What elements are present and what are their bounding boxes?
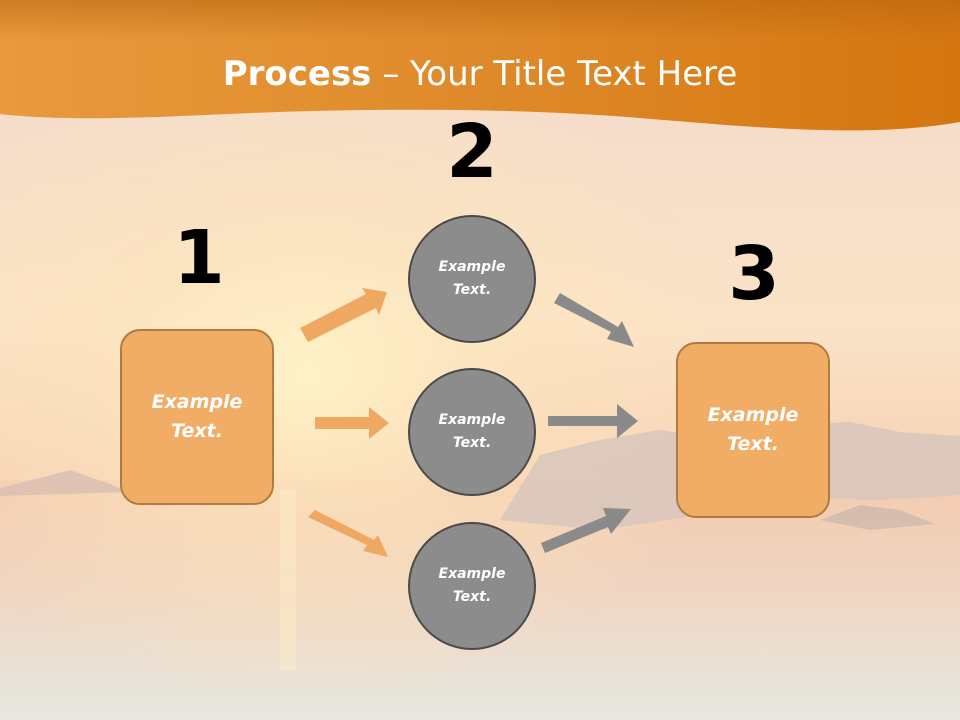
step-number-3: 3	[728, 231, 780, 317]
circle-bottom-text: Example Text.	[438, 566, 506, 605]
circle-top-text: Example Text.	[438, 259, 506, 298]
title-bold: Process	[222, 54, 372, 94]
arrow-orange-down	[308, 510, 388, 557]
arrow-gray-up	[541, 508, 631, 553]
step-2-circle-bottom[interactable]: Example Text.	[408, 522, 536, 650]
step-1-box[interactable]: Example Text.	[120, 329, 274, 505]
title-rest: – Your Title Text Here	[371, 54, 738, 94]
step-number-2: 2	[446, 109, 498, 195]
step-1-text: Example Text.	[151, 391, 243, 442]
arrow-gray-right	[548, 404, 638, 438]
circle-middle-text: Example Text.	[438, 412, 506, 451]
arrow-orange-right	[315, 407, 389, 439]
slide-title: Process – Your Title Text Here	[0, 52, 960, 96]
step-number-1: 1	[173, 215, 225, 301]
arrow-gray-down	[554, 293, 634, 347]
step-3-text: Example Text.	[707, 404, 799, 455]
step-3-box[interactable]: Example Text.	[676, 342, 830, 518]
arrow-orange-up	[300, 288, 387, 342]
step-2-circle-top[interactable]: Example Text.	[408, 215, 536, 343]
step-2-circle-middle[interactable]: Example Text.	[408, 368, 536, 496]
